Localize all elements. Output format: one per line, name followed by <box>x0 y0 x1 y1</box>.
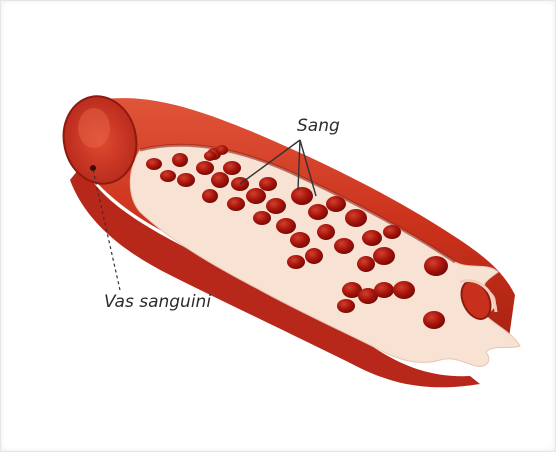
blood-cell <box>337 299 355 313</box>
blood-label: Sang <box>297 116 340 136</box>
blood-cell <box>266 198 286 214</box>
blood-cell <box>172 153 188 167</box>
blood-cell <box>357 256 375 272</box>
blood-cell <box>334 238 354 254</box>
blood-cell <box>160 170 176 182</box>
blood-cell <box>393 281 415 299</box>
blood-cell <box>423 311 445 329</box>
blood-cell <box>362 230 382 246</box>
blood-cell <box>246 188 266 204</box>
blood-cell <box>424 256 448 276</box>
blood-cell <box>290 232 310 248</box>
blood-cell <box>146 158 162 170</box>
blood-cell <box>287 255 305 269</box>
blood-cell <box>317 224 335 240</box>
blood-cell <box>216 145 228 155</box>
blood-cell <box>204 151 216 161</box>
blood-cell <box>305 248 323 264</box>
blood-cell <box>202 189 218 203</box>
blood-cell <box>373 247 395 265</box>
blood-cell <box>259 177 277 191</box>
blood-cell <box>291 187 313 205</box>
blood-cell <box>253 211 271 225</box>
blood-cell <box>326 196 346 212</box>
vessel-opening-highlight <box>78 108 110 148</box>
blood-cell <box>227 197 245 211</box>
blood-cell <box>196 161 214 175</box>
blood-cell <box>276 218 296 234</box>
blood-cell <box>223 161 241 175</box>
blood-cell <box>383 225 401 239</box>
blood-cell <box>374 282 394 298</box>
vessel-label: Vas sanguini <box>104 292 211 312</box>
blood-cell <box>308 204 328 220</box>
blood-cell <box>177 173 195 187</box>
blood-cell <box>345 209 367 227</box>
blood-cell <box>211 172 229 188</box>
